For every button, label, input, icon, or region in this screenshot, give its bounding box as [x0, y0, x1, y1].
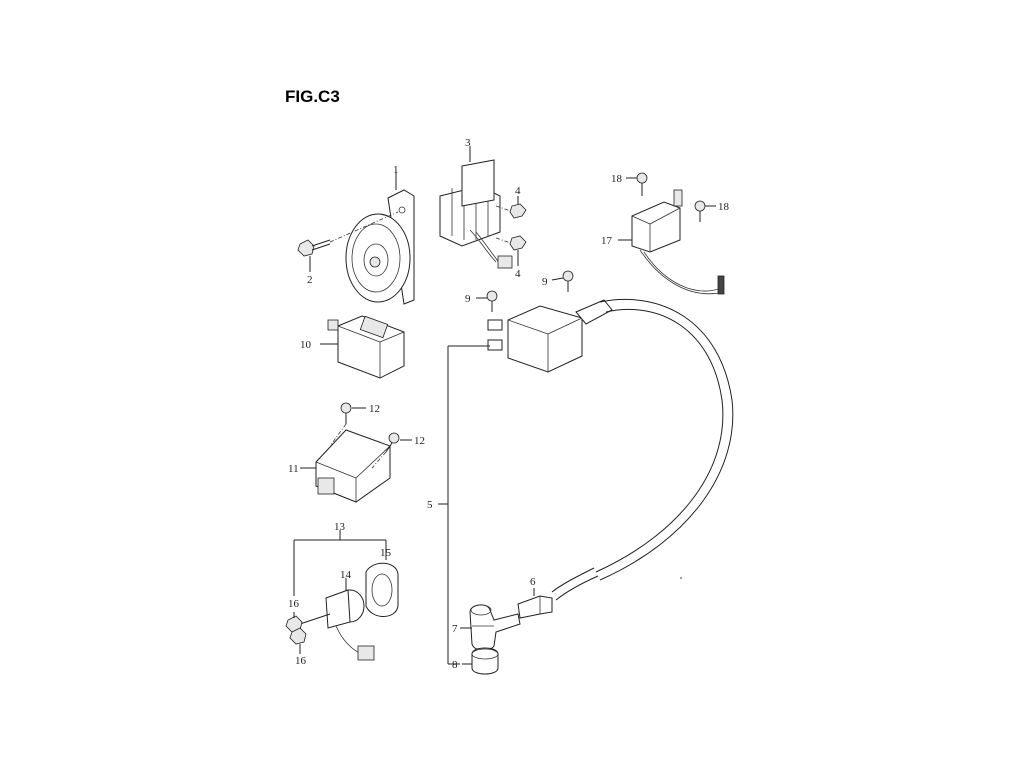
callout-13: 13: [334, 521, 346, 533]
figure-title: FIG.C3: [285, 87, 340, 106]
callout-bracket-5: [438, 345, 490, 665]
callout-5: 5: [427, 499, 433, 511]
sensor-assembly: [285, 530, 399, 661]
callout-14: 14: [340, 569, 352, 581]
flasher-relay: [320, 315, 405, 379]
callout-8: 8: [452, 659, 458, 671]
callout-15: 15: [380, 547, 392, 559]
regulator-bolts: [495, 196, 527, 266]
callout-2: 2: [307, 274, 313, 286]
callout-11: 11: [288, 463, 299, 475]
callout-17: 17: [601, 235, 613, 247]
regulator-rectifier: [439, 146, 513, 269]
lead-cap: [517, 588, 553, 619]
horn-mounting-bolt: [297, 211, 399, 272]
callout-10: 10: [300, 339, 312, 351]
callout-3: 3: [465, 137, 471, 149]
ignition-coil-screws: [476, 270, 574, 312]
callout-7: 7: [452, 623, 458, 635]
callout-4-lower: 4: [515, 268, 521, 280]
callout-4-upper: 4: [515, 185, 521, 197]
callout-1: 1: [393, 164, 399, 176]
starter-relay-unit: [618, 189, 725, 295]
callout-6: 6: [530, 576, 536, 588]
cdi-unit: [300, 429, 391, 503]
stray-dot: [680, 577, 682, 579]
cap-boot: [462, 647, 499, 675]
callout-9-right: 9: [542, 276, 548, 288]
starter-relay-screws: [626, 172, 716, 222]
callout-16-lower: 16: [295, 655, 307, 667]
cdi-screws: [329, 402, 412, 469]
callout-12-upper: 12: [369, 403, 380, 415]
callout-18-left: 18: [611, 173, 623, 185]
ignition-coil: [487, 298, 734, 601]
callout-9-left: 9: [465, 293, 471, 305]
callout-12-lower: 12: [414, 435, 425, 447]
spark-plug-cap: [460, 604, 521, 651]
callout-16-upper: 16: [288, 598, 300, 610]
callout-18-right: 18: [718, 201, 730, 213]
horn: [345, 170, 415, 305]
